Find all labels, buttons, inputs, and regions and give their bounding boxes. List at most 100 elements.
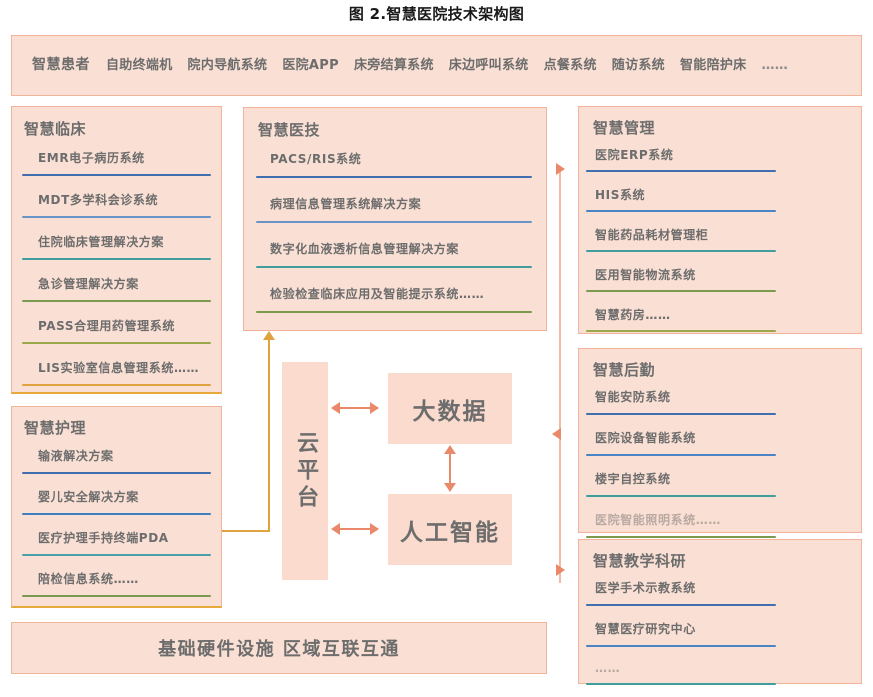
patient-item-1[interactable]: 院内导航系统 — [187, 58, 268, 73]
list-item[interactable]: 智能药品耗材管理柜 — [579, 221, 861, 261]
smart-medtech-panel: 智慧医技 PACS/RIS系统 病理信息管理系统解决方案 数字化血液透析信息管理… — [243, 107, 547, 331]
management-item-label-4: 智慧药房…… — [595, 308, 671, 322]
clinical-item-rule-3 — [22, 300, 211, 302]
research-item-rule-2 — [586, 683, 776, 685]
clinical-item-label-0: EMR电子病历系统 — [38, 151, 145, 165]
smart-nursing-title: 智慧护理 — [24, 419, 87, 437]
smart-patient-items: 智慧患者 自助终端机 院内导航系统 医院APP 床旁结算系统 床边呼叫系统 点餐… — [32, 54, 788, 74]
clinical-item-label-3: 急诊管理解决方案 — [38, 277, 139, 291]
patient-item-0[interactable]: 自助终端机 — [106, 58, 173, 73]
patient-item-5[interactable]: 点餐系统 — [543, 58, 597, 73]
cloud-platform-label: 云平台 — [293, 430, 318, 512]
list-item[interactable]: …… — [579, 656, 861, 697]
list-item[interactable]: PACS/RIS系统 — [244, 144, 546, 189]
list-item[interactable]: 医学手术示教系统 — [579, 574, 861, 615]
logistics-item-rule-0 — [586, 413, 776, 415]
list-item[interactable]: 医疗护理手持终端PDA — [12, 524, 221, 565]
research-item-label-1: 智慧医疗研究中心 — [595, 622, 696, 636]
list-item[interactable]: 智能安防系统 — [579, 383, 861, 424]
smart-research-items: 医学手术示教系统 智慧医疗研究中心 …… — [579, 574, 861, 697]
nursing-item-rule-3 — [22, 595, 211, 597]
patient-item-7[interactable]: 智能陪护床 — [679, 58, 747, 73]
management-item-rule-1 — [586, 210, 776, 212]
smart-research-title: 智慧教学科研 — [593, 552, 687, 570]
clinical-item-rule-5 — [22, 384, 211, 386]
big-data-block[interactable]: 大数据 — [388, 373, 512, 444]
patient-item-4[interactable]: 床边呼叫系统 — [448, 58, 529, 73]
management-item-label-3: 医用智能物流系统 — [595, 268, 696, 282]
smart-patient-panel: 智慧患者 自助终端机 院内导航系统 医院APP 床旁结算系统 床边呼叫系统 点餐… — [11, 35, 862, 96]
medtech-item-rule-3 — [256, 311, 532, 313]
list-item[interactable]: 数字化血液透析信息管理解决方案 — [244, 234, 546, 279]
list-item[interactable]: HIS系统 — [579, 181, 861, 221]
nursing-item-label-2: 医疗护理手持终端PDA — [38, 531, 169, 545]
logistics-item-rule-1 — [586, 454, 776, 456]
list-item[interactable]: MDT多学科会诊系统 — [12, 185, 221, 227]
research-item-label-0: 医学手术示教系统 — [595, 581, 696, 595]
smart-clinical-title: 智慧临床 — [24, 120, 87, 138]
smart-logistics-title: 智慧后勤 — [593, 361, 656, 379]
smart-management-items: 医院ERP系统 HIS系统 智能药品耗材管理柜 医用智能物流系统 智慧药房…… — [579, 141, 861, 341]
nursing-item-rule-0 — [22, 472, 211, 474]
list-item[interactable]: 智慧药房…… — [579, 301, 861, 341]
list-item[interactable]: 急诊管理解决方案 — [12, 269, 221, 311]
smart-nursing-panel: 智慧护理 输液解决方案 婴儿安全解决方案 医疗护理手持终端PDA 陪检信息系统…… — [11, 406, 222, 608]
research-item-rule-1 — [586, 645, 776, 647]
smart-nursing-items: 输液解决方案 婴儿安全解决方案 医疗护理手持终端PDA 陪检信息系统…… — [12, 442, 221, 606]
clinical-item-rule-2 — [22, 258, 211, 260]
list-item[interactable]: 病理信息管理系统解决方案 — [244, 189, 546, 234]
cloud-platform-block[interactable]: 云平台 — [282, 362, 328, 580]
page-title: 图 2.智慧医院技术架构图 — [348, 5, 525, 23]
logistics-item-label-2: 楼宇自控系统 — [595, 472, 671, 486]
medtech-item-rule-1 — [256, 221, 532, 223]
list-item[interactable]: PASS合理用药管理系统 — [12, 311, 221, 353]
list-item[interactable]: EMR电子病历系统 — [12, 143, 221, 185]
smart-research-panel: 智慧教学科研 医学手术示教系统 智慧医疗研究中心 …… — [578, 539, 862, 685]
smart-management-panel: 智慧管理 医院ERP系统 HIS系统 智能药品耗材管理柜 医用智能物流系统 智慧… — [578, 106, 862, 334]
clinical-item-label-4: PASS合理用药管理系统 — [38, 319, 175, 333]
logistics-item-label-3: 医院智能照明系统…… — [595, 513, 722, 527]
smart-logistics-panel: 智慧后勤 智能安防系统 医院设备智能系统 楼宇自控系统 医院智能照明系统…… — [578, 348, 862, 538]
smart-clinical-items: EMR电子病历系统 MDT多学科会诊系统 住院临床管理解决方案 急诊管理解决方案… — [12, 143, 221, 395]
list-item[interactable]: 陪检信息系统…… — [12, 565, 221, 606]
management-item-rule-4 — [586, 330, 776, 332]
list-item[interactable]: 智慧医疗研究中心 — [579, 615, 861, 656]
patient-items-ellipsis: …… — [761, 58, 789, 73]
smart-medtech-title: 智慧医技 — [258, 121, 321, 139]
list-item[interactable]: 医院设备智能系统 — [579, 424, 861, 465]
list-item[interactable]: LIS实验室信息管理系统…… — [12, 353, 221, 395]
nursing-item-label-3: 陪检信息系统…… — [38, 572, 139, 586]
medtech-item-label-1: 病理信息管理系统解决方案 — [270, 197, 422, 211]
infrastructure-label: 基础硬件设施 区域互联互通 — [158, 639, 400, 660]
artificial-intelligence-label: 人工智能 — [400, 519, 500, 546]
clinical-item-label-5: LIS实验室信息管理系统…… — [38, 361, 200, 375]
list-item[interactable]: 楼宇自控系统 — [579, 465, 861, 506]
clinical-item-rule-1 — [22, 216, 211, 218]
logistics-item-label-0: 智能安防系统 — [595, 390, 671, 404]
medtech-item-rule-0 — [256, 176, 532, 178]
list-item[interactable]: 医用智能物流系统 — [579, 261, 861, 301]
logistics-item-rule-3 — [586, 536, 776, 538]
patient-item-6[interactable]: 随访系统 — [611, 58, 665, 73]
patient-item-2[interactable]: 医院APP — [282, 58, 339, 73]
list-item[interactable]: 输液解决方案 — [12, 442, 221, 483]
management-item-rule-3 — [586, 290, 776, 292]
clinical-item-rule-0 — [22, 174, 211, 176]
nursing-item-rule-1 — [22, 513, 211, 515]
patient-item-3[interactable]: 床旁结算系统 — [353, 58, 434, 73]
infrastructure-panel: 基础硬件设施 区域互联互通 — [11, 622, 547, 674]
list-item[interactable]: 住院临床管理解决方案 — [12, 227, 221, 269]
nursing-item-rule-2 — [22, 554, 211, 556]
list-item[interactable]: 检验检查临床应用及智能提示系统…… — [244, 279, 546, 324]
management-item-rule-2 — [586, 250, 776, 252]
logistics-item-rule-2 — [586, 495, 776, 497]
smart-patient-title: 智慧患者 — [32, 57, 90, 73]
list-item[interactable]: 医院ERP系统 — [579, 141, 861, 181]
medtech-item-rule-2 — [256, 266, 532, 268]
artificial-intelligence-block[interactable]: 人工智能 — [388, 494, 512, 565]
big-data-label: 大数据 — [412, 398, 488, 425]
smart-management-title: 智慧管理 — [593, 119, 656, 137]
clinical-item-label-2: 住院临床管理解决方案 — [38, 235, 165, 249]
list-item[interactable]: 医院智能照明系统…… — [579, 506, 861, 547]
list-item[interactable]: 婴儿安全解决方案 — [12, 483, 221, 524]
